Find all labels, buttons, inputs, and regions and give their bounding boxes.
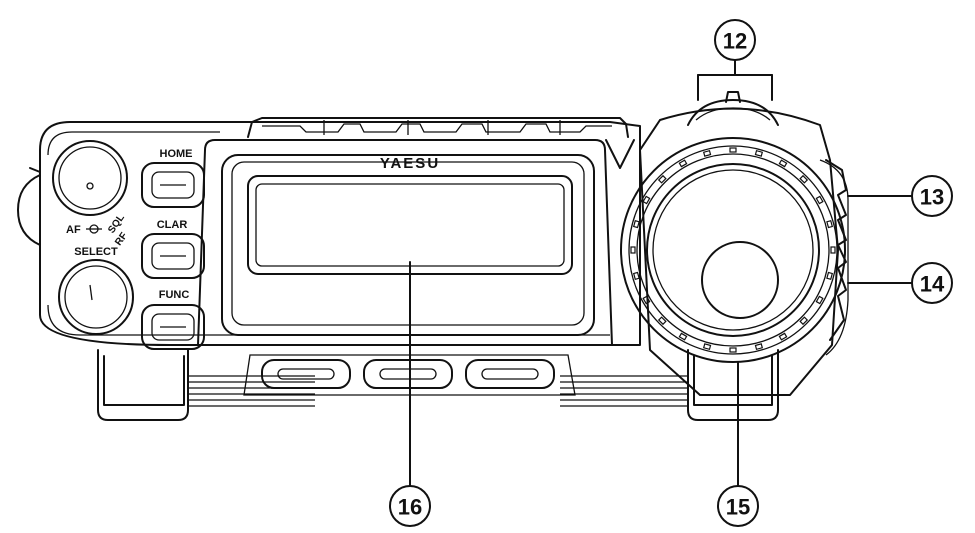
ring-tick [729, 347, 737, 353]
clar-button[interactable] [141, 233, 205, 279]
svg-text:16: 16 [398, 495, 422, 520]
lcd-screen [247, 175, 573, 275]
svg-text:12: 12 [723, 29, 747, 54]
finger-dimple [701, 241, 779, 319]
ring-tick [826, 219, 834, 229]
select-label: SELECT [74, 246, 118, 258]
callout-13: 13 [911, 175, 953, 217]
home-button[interactable] [141, 162, 205, 208]
callout-leaders [409, 59, 913, 487]
ring-tick [632, 271, 640, 281]
dial-housing [639, 107, 849, 396]
ring-tick [778, 332, 788, 341]
svg-text:AF: AF [66, 224, 81, 236]
ring-tick [632, 219, 640, 229]
select-knob[interactable] [58, 259, 134, 335]
ring-tick [754, 343, 764, 351]
callout-16: 16 [389, 485, 431, 527]
callout-12: 12 [714, 19, 756, 61]
ring-tick [778, 159, 788, 168]
ring-tick [657, 174, 667, 184]
callout-15: 15 [717, 485, 759, 527]
svg-text:SQL: SQL [106, 212, 127, 235]
ring-tick [642, 195, 651, 205]
callout-14: 14 [911, 262, 953, 304]
ring-tick [830, 246, 836, 254]
main-tuning-dial[interactable] [646, 163, 820, 337]
ring-tick [702, 343, 712, 351]
top-clicker-knobs[interactable] [687, 91, 779, 126]
stand-feet [97, 349, 779, 421]
ring-tick [729, 147, 737, 153]
home-label: HOME [160, 148, 193, 160]
func-label: FUNC [159, 289, 190, 301]
ring-tick [657, 316, 667, 326]
soft-key-c[interactable] [465, 359, 555, 389]
v-notch [605, 139, 635, 169]
top-heatsink [247, 117, 629, 138]
ring-tick [815, 195, 824, 205]
svg-text:15: 15 [726, 495, 750, 520]
ring-tick [754, 149, 764, 157]
ring-tick [642, 295, 651, 305]
af-rf-knob[interactable] [52, 140, 128, 216]
soft-key-b[interactable] [363, 359, 453, 389]
ring-tick [678, 332, 688, 341]
soft-key-a[interactable] [261, 359, 351, 389]
ring-tick [630, 246, 636, 254]
outer-ring-knob[interactable] [620, 137, 846, 363]
radio-body [17, 121, 641, 346]
ring-tick [815, 295, 824, 305]
ring-tick [826, 271, 834, 281]
svg-text:13: 13 [920, 185, 944, 210]
ring-ticks [630, 147, 836, 353]
func-button[interactable] [141, 304, 205, 350]
svg-text:14: 14 [920, 272, 945, 297]
ring-tick [678, 159, 688, 168]
ring-tick [799, 316, 809, 326]
brand-logo: YAESU [380, 155, 440, 172]
af-sql-rf-labels: AF SQL RF [66, 212, 130, 247]
ring-tick [702, 149, 712, 157]
clar-label: CLAR [157, 219, 188, 231]
ring-tick [799, 174, 809, 184]
